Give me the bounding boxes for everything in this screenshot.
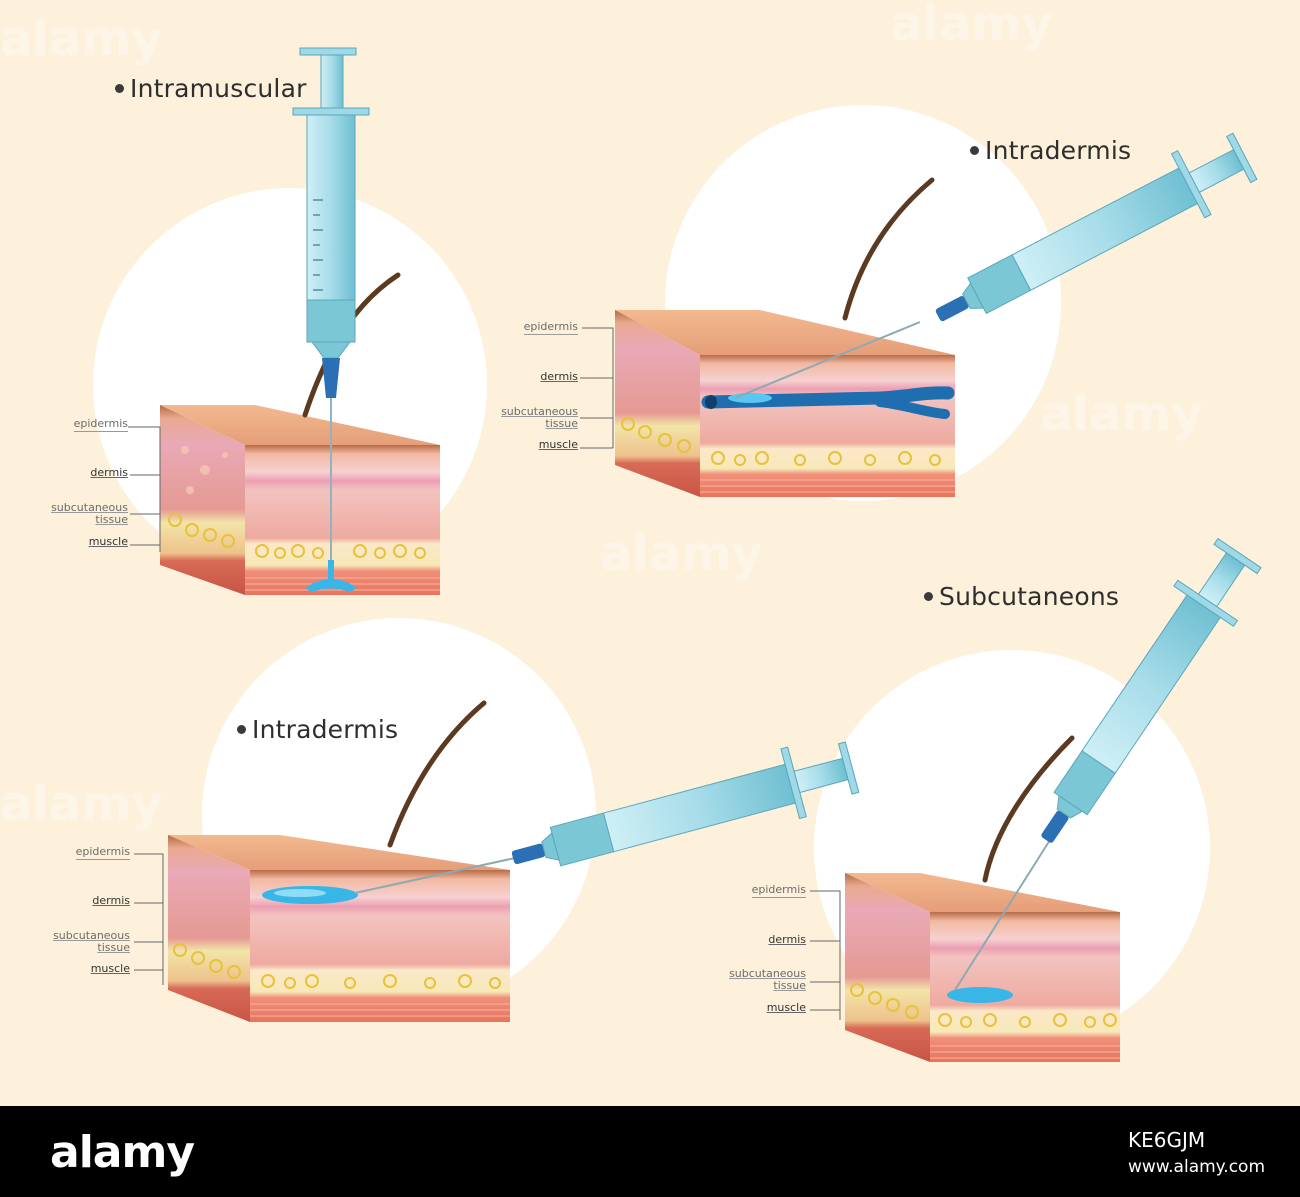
title-intramuscular: Intramuscular	[115, 74, 307, 103]
label-subcutaneous-tissue: subcutaneous tissue	[729, 967, 806, 992]
bullet-icon	[115, 83, 124, 93]
svg-text:alamy: alamy	[1040, 386, 1203, 442]
title-intradermis-bottom: Intradermis	[237, 715, 398, 744]
label-subcutaneous-tissue: subcutaneous tissue	[501, 405, 578, 430]
skin-block-4	[845, 873, 1120, 1062]
label-dermis: dermis	[90, 466, 128, 479]
skin-block-1	[160, 405, 440, 595]
label-epidermis: epidermis	[751, 883, 806, 898]
skin-block-3	[168, 835, 510, 1022]
label-muscle: muscle	[766, 1001, 806, 1014]
svg-text:alamy: alamy	[600, 526, 763, 582]
label-dermis: dermis	[92, 894, 130, 907]
label-epidermis: epidermis	[523, 320, 578, 335]
syringe-4	[954, 537, 1262, 991]
title-intradermis-top: Intradermis	[970, 136, 1131, 165]
svg-text:alamy: alamy	[890, 0, 1053, 52]
label-dermis: dermis	[540, 370, 578, 383]
skin-block-2	[615, 310, 955, 497]
label-dermis: dermis	[768, 933, 806, 946]
label-subcutaneous-tissue: subcutaneous tissue	[51, 501, 128, 526]
syringe-3	[354, 741, 860, 894]
bullet-icon	[924, 591, 933, 601]
label-muscle: muscle	[90, 962, 130, 975]
footer-bar	[0, 1106, 1300, 1197]
bullet-icon	[970, 145, 979, 155]
site-url: www.alamy.com	[1128, 1157, 1266, 1177]
syringe-2	[734, 132, 1258, 399]
svg-text:alamy: alamy	[0, 776, 163, 832]
label-epidermis: epidermis	[73, 417, 128, 432]
syringe-1	[292, 47, 370, 592]
label-muscle: muscle	[88, 535, 128, 548]
image-code: KE6GJM	[1128, 1128, 1206, 1152]
title-subcutaneons: Subcutaneons	[924, 582, 1119, 611]
svg-text:alamy: alamy	[0, 11, 163, 67]
label-muscle: muscle	[538, 438, 578, 451]
label-subcutaneous-tissue: subcutaneous tissue	[53, 929, 130, 954]
label-epidermis: epidermis	[75, 845, 130, 860]
brand-logo: alamy	[50, 1127, 195, 1178]
bullet-icon	[237, 724, 246, 734]
